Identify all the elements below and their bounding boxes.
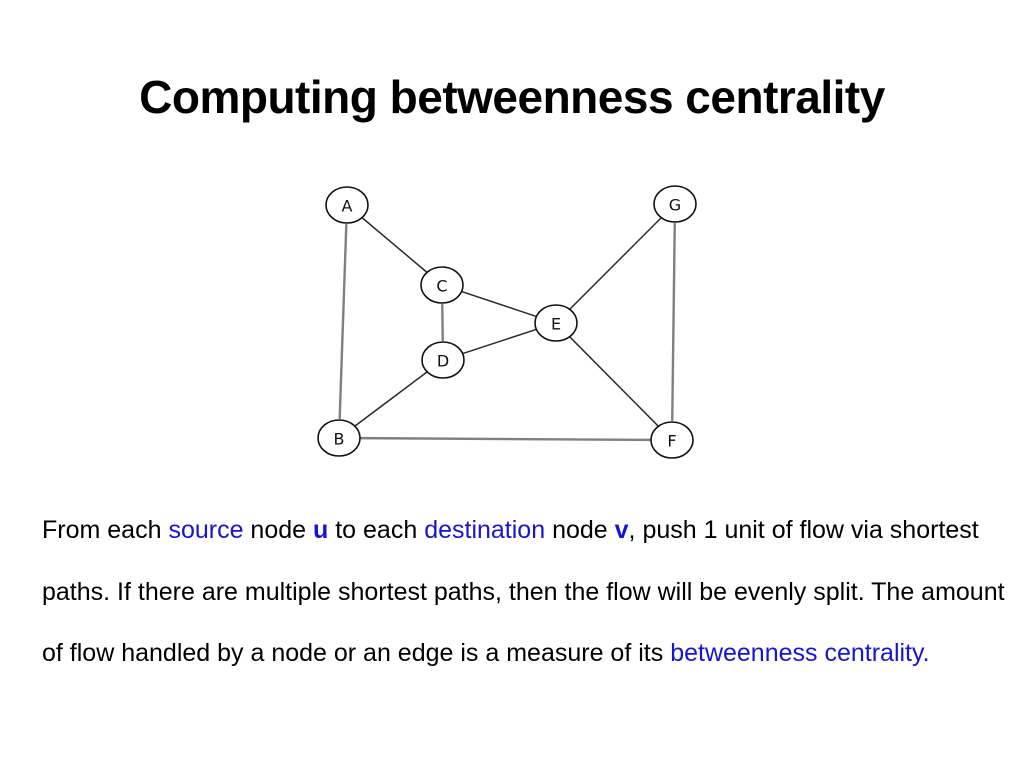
edge-a-c	[361, 217, 428, 273]
node-label-g: G	[669, 196, 681, 215]
variable-v: v	[614, 516, 629, 544]
node-circle-g	[653, 185, 697, 223]
keyword-source: source	[168, 516, 244, 544]
edge-c-e	[460, 290, 538, 318]
node-label-e: E	[551, 315, 561, 334]
explanation-paragraph: From each source node u to each destinat…	[42, 500, 1012, 685]
node-b: B	[317, 419, 361, 457]
edge-d-e	[461, 328, 538, 355]
node-c: C	[420, 266, 464, 304]
edge-a-b	[338, 223, 348, 420]
paragraph-text-5: , push 1 unit of flow via shortest paths…	[42, 516, 1005, 667]
keyword-betweenness-centrality: betweenness centrality.	[670, 639, 930, 667]
paragraph-text-4: node	[545, 516, 615, 544]
node-f: F	[650, 421, 694, 459]
node-circle-f	[650, 421, 694, 459]
node-label-c: C	[436, 277, 447, 296]
edge-e-f	[569, 336, 659, 427]
node-label-a: A	[342, 197, 353, 216]
edge-b-f	[357, 436, 654, 442]
graph-nodes: A B C D E F G	[317, 185, 697, 459]
node-circle-e	[534, 304, 578, 342]
graph-edges	[338, 217, 676, 442]
node-g: G	[653, 185, 697, 223]
node-d: D	[421, 341, 465, 379]
edge-g-f	[671, 222, 676, 422]
node-circle-b	[317, 419, 361, 457]
keyword-destination: destination	[424, 516, 546, 544]
paragraph-text-1: From each	[42, 516, 169, 544]
node-e: E	[534, 304, 578, 342]
edge-e-g	[569, 217, 662, 310]
node-label-b: B	[334, 430, 345, 449]
paragraph-text-2: node	[243, 516, 313, 544]
node-circle-d	[421, 341, 465, 379]
node-label-d: D	[437, 352, 449, 371]
node-circle-a	[325, 186, 369, 224]
node-a: A	[325, 186, 369, 224]
edge-d-b	[354, 371, 428, 427]
node-circle-c	[420, 266, 464, 304]
paragraph-text-3: to each	[328, 516, 425, 544]
node-label-f: F	[667, 432, 676, 451]
slide-title: Computing betweenness centrality	[139, 71, 885, 123]
variable-u: u	[313, 516, 329, 544]
